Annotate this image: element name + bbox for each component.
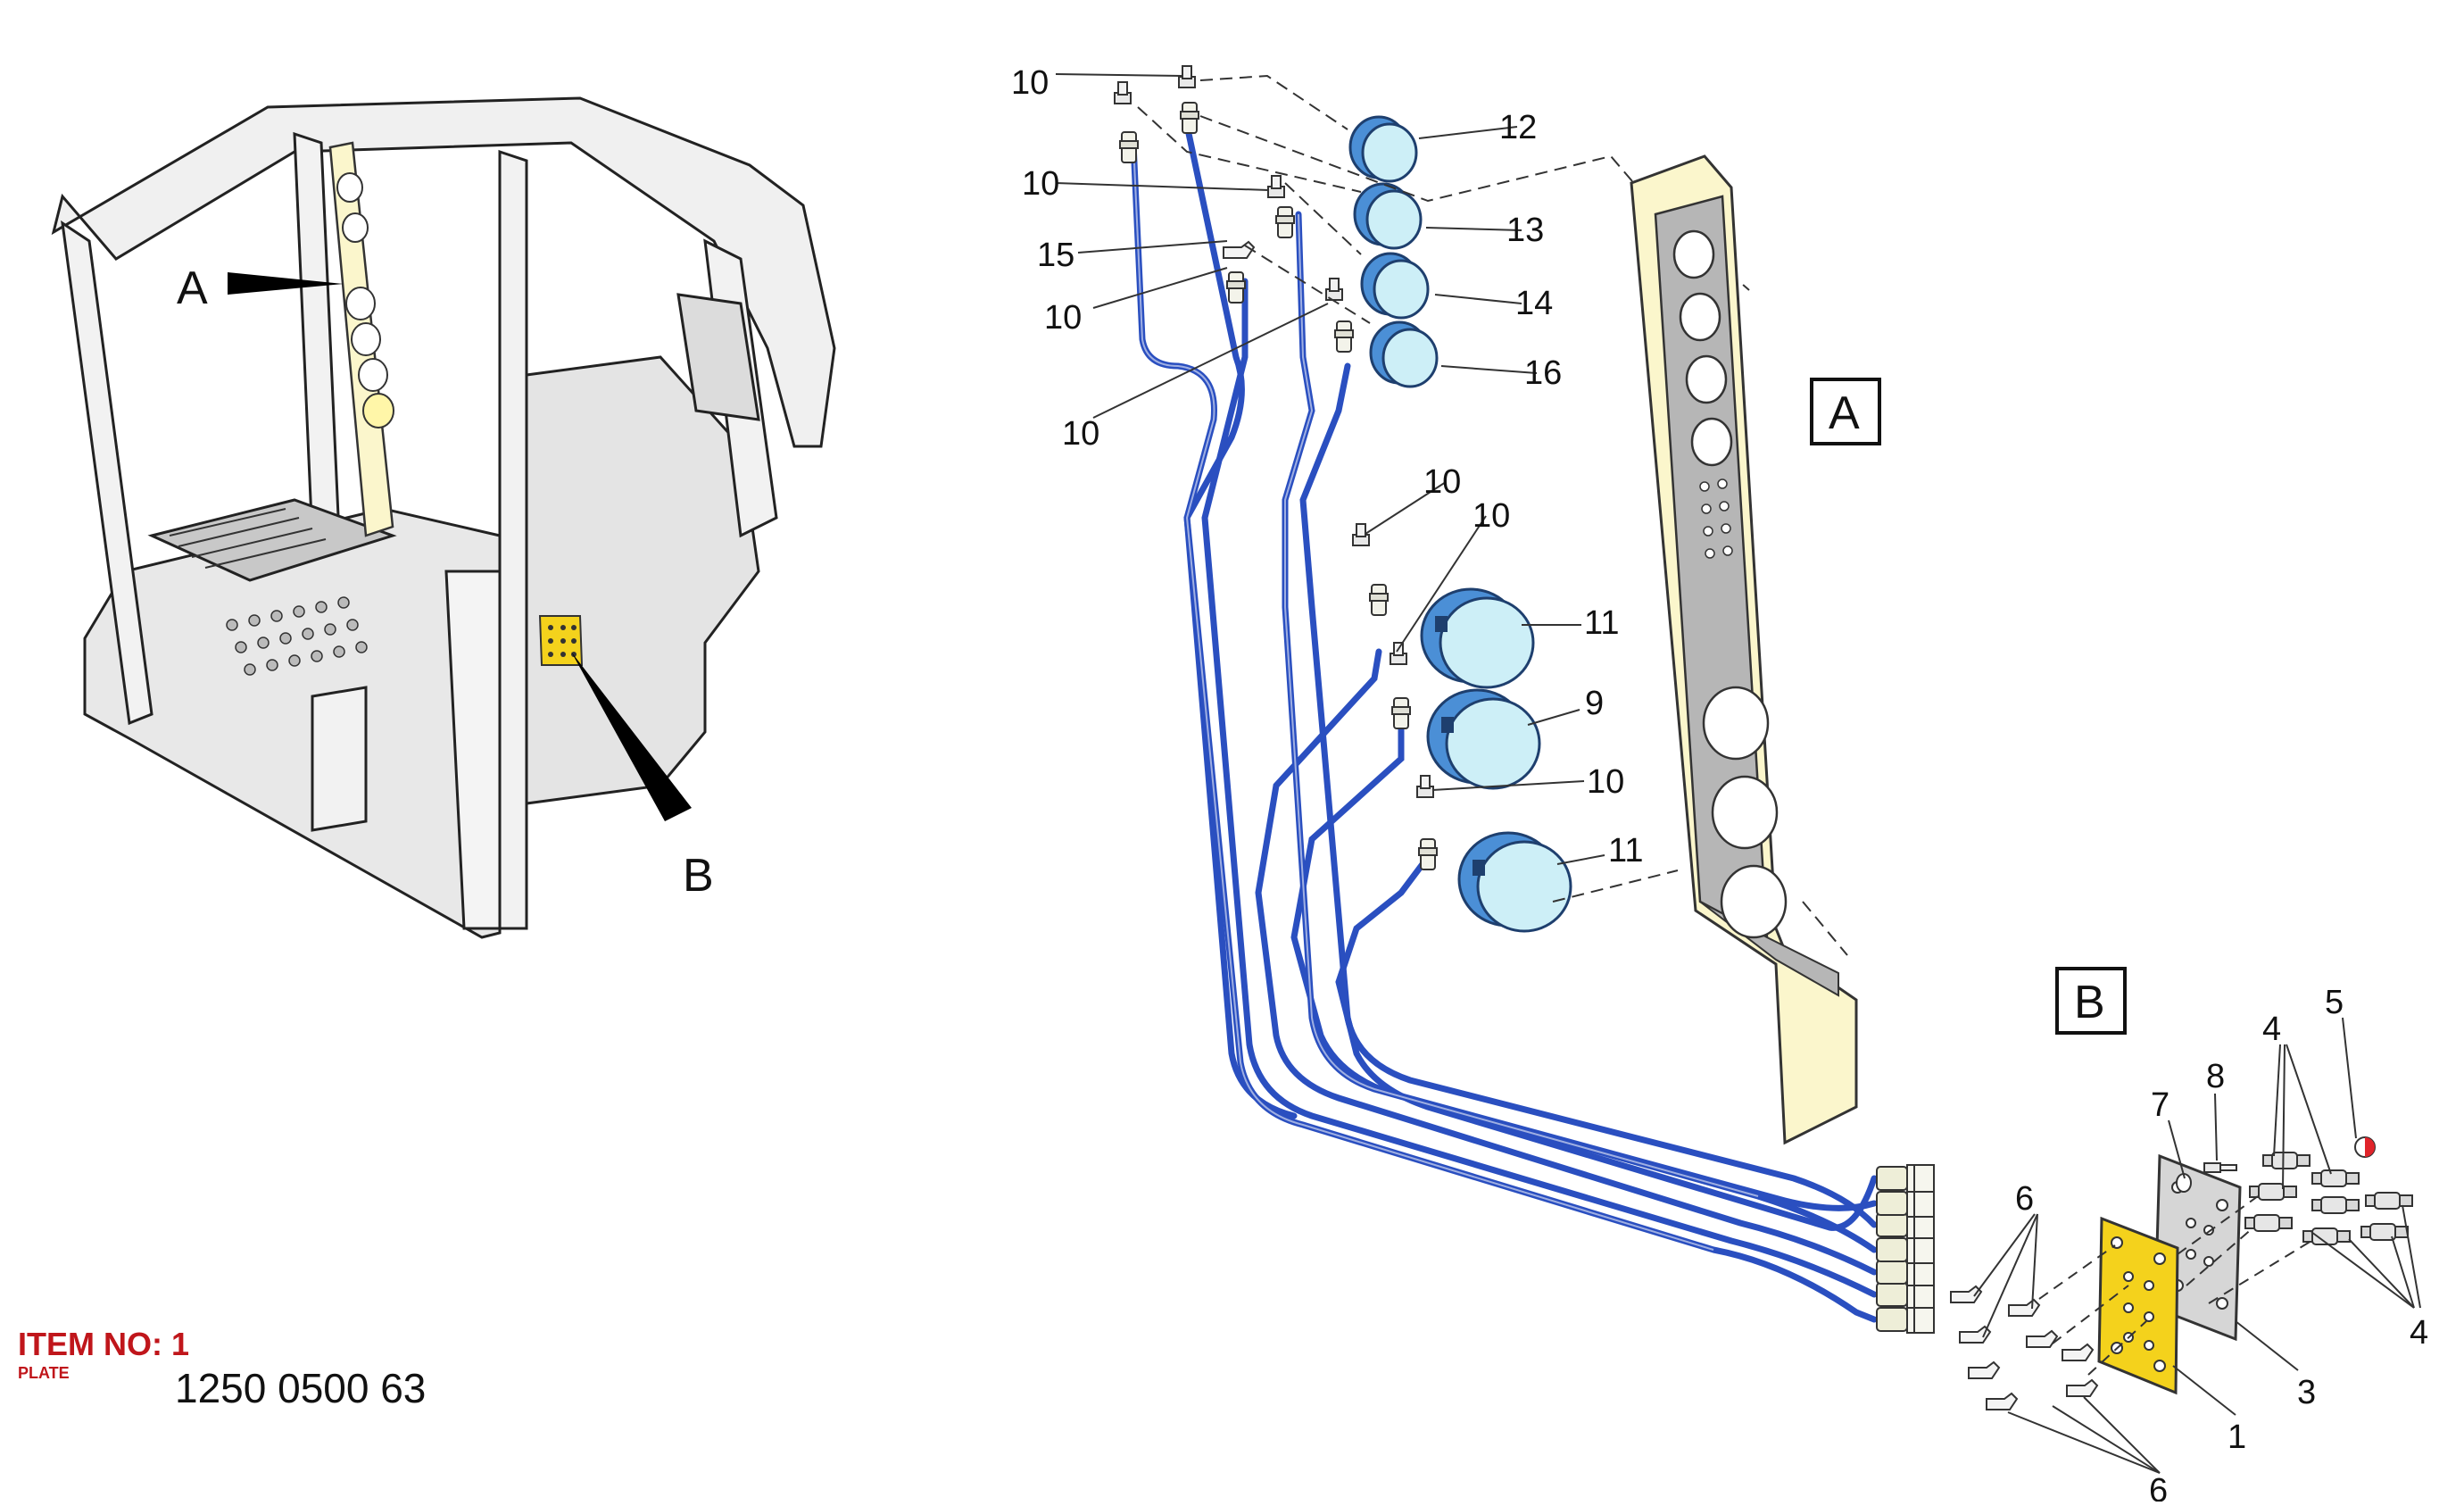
- callout-10-b: 10: [1022, 165, 1059, 203]
- callout-5: 5: [2325, 984, 2344, 1021]
- small-gauges: [1348, 115, 1439, 388]
- dashed-leaders: [1137, 74, 1848, 956]
- large-gauges: [1420, 587, 1572, 933]
- callout-4-b: 4: [2410, 1314, 2428, 1352]
- leader-lines: [1055, 73, 2421, 1474]
- callout-15: 15: [1037, 237, 1074, 274]
- callout-4-a: 4: [2262, 1011, 2281, 1048]
- hose-ends: [1876, 1164, 1935, 1334]
- callout-9: 9: [1585, 685, 1604, 722]
- cab-label-a: A: [177, 262, 208, 314]
- pointer-a-arrow: [228, 272, 344, 295]
- item-subtitle: PLATE: [18, 1364, 70, 1382]
- callout-12: 12: [1499, 109, 1537, 146]
- cab-gauge-column: [328, 141, 394, 537]
- callout-1: 1: [2228, 1419, 2246, 1456]
- callout-6-a: 6: [2015, 1180, 2034, 1218]
- bulkhead-plate: [2097, 1216, 2179, 1395]
- cab-plate: [538, 615, 584, 666]
- callout-7: 7: [2151, 1086, 2169, 1124]
- callout-13: 13: [1506, 212, 1544, 249]
- gauge-panel: [1630, 154, 1858, 1145]
- bolt-parts: [2176, 1162, 2237, 1193]
- cab-label-b: B: [683, 850, 714, 902]
- callout-10-g: 10: [1587, 763, 1624, 801]
- callout-16: 16: [1524, 354, 1562, 392]
- callout-11-b: 11: [1608, 832, 1643, 869]
- part-number: 1250 0500 63: [175, 1365, 427, 1411]
- item-number-title: ITEM NO: 1: [18, 1326, 190, 1362]
- callout-10-d: 10: [1062, 415, 1099, 453]
- elbow-fittings: [1950, 1286, 2098, 1410]
- callout-11-a: 11: [1584, 604, 1619, 642]
- view-b-box: B: [2055, 967, 2127, 1035]
- callout-10-e: 10: [1423, 463, 1461, 501]
- view-a-label: A: [1829, 387, 1860, 439]
- callout-3: 3: [2297, 1374, 2316, 1411]
- callout-14: 14: [1515, 285, 1553, 322]
- pointer-b-arrow: [571, 652, 692, 821]
- red-cap: [2354, 1136, 2376, 1158]
- callout-labels: 10 10 15 10 10 10 10 12 13 14 16 11 9 10…: [1011, 64, 2428, 1506]
- callout-8: 8: [2206, 1058, 2225, 1095]
- view-b-label: B: [2074, 977, 2105, 1028]
- view-a-box: A: [1810, 378, 1881, 445]
- callout-10-c: 10: [1044, 299, 1082, 337]
- callout-10-a: 10: [1011, 64, 1049, 102]
- cab-overview: [51, 96, 836, 939]
- callout-6-b: 6: [2149, 1472, 2168, 1502]
- callout-10-f: 10: [1473, 497, 1510, 535]
